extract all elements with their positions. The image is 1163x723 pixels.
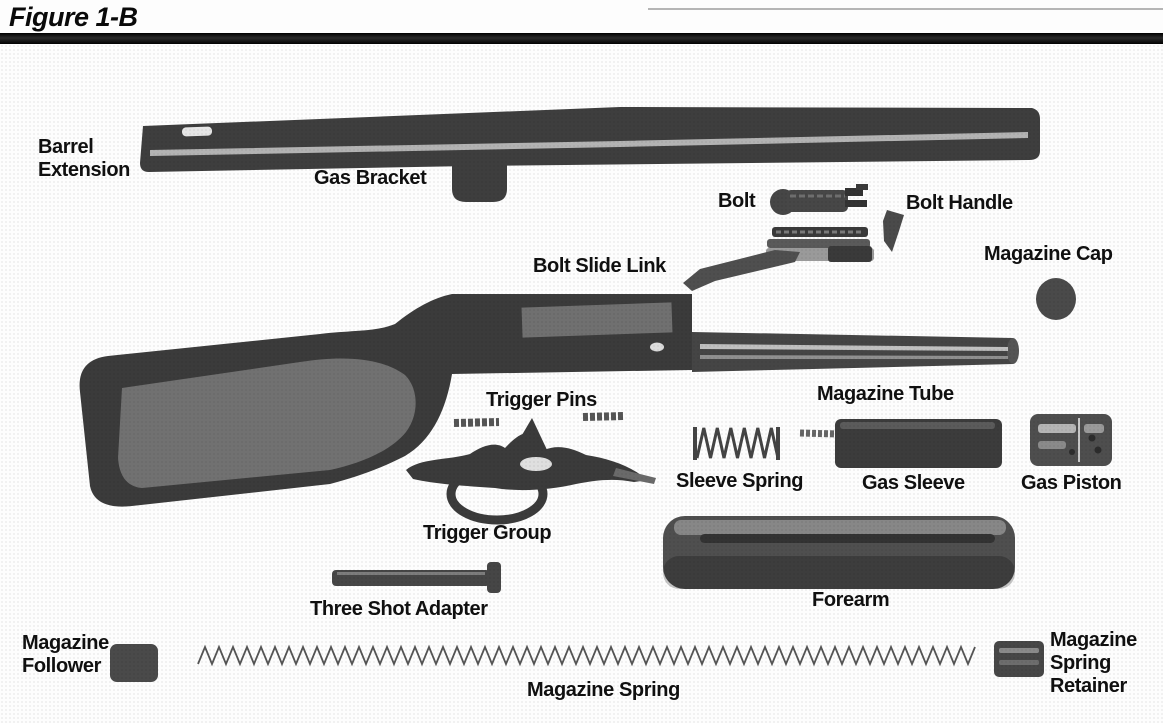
magazine-spring-retainer-illustration: [994, 641, 1044, 677]
magazine-spring-illustration: [197, 644, 976, 667]
stock-receiver-illustration: [79, 294, 693, 507]
label-magazine-spring-retainer: Magazine Spring Retainer: [1050, 629, 1137, 697]
trigger-group-illustration: [406, 418, 656, 525]
bolt-handle-illustration: [883, 210, 904, 252]
parts-artwork: [79, 107, 1112, 682]
label-sleeve-spring: Sleeve Spring: [676, 470, 804, 492]
barrel-illustration: [140, 107, 1040, 202]
gas-bracket-illustration: [452, 161, 507, 202]
exploded-parts-diagram: Barrel Extension Gas Bracket Bolt Bolt H…: [0, 44, 1163, 723]
trigger-pins-illustration: [453, 412, 625, 427]
label-bolt: Bolt: [718, 190, 756, 212]
bolt-slide-link-illustration: [683, 227, 874, 291]
label-forearm: Forearm: [812, 589, 890, 611]
sleeve-spring-illustration: [693, 427, 780, 460]
label-gas-sleeve: Gas Sleeve: [862, 472, 965, 494]
three-shot-adapter-illustration: [332, 562, 501, 593]
label-magazine-tube: Magazine Tube: [817, 383, 954, 405]
label-gas-bracket: Gas Bracket: [314, 167, 427, 189]
label-magazine-spring: Magazine Spring: [527, 679, 680, 701]
magazine-follower-illustration: [110, 644, 158, 682]
label-magazine-cap: Magazine Cap: [984, 243, 1113, 265]
label-bolt-handle: Bolt Handle: [906, 192, 1013, 214]
label-gas-piston: Gas Piston: [1021, 472, 1122, 494]
gas-sleeve-illustration: [799, 419, 1002, 468]
forearm-illustration: [663, 516, 1015, 589]
label-trigger-pins: Trigger Pins: [486, 389, 597, 411]
label-trigger-group: Trigger Group: [423, 522, 552, 544]
gas-piston-illustration: [1030, 414, 1112, 466]
title-rule-bar: [0, 33, 1163, 44]
label-three-shot-adapter: Three Shot Adapter: [310, 598, 488, 620]
magazine-tube-illustration: [692, 332, 1019, 372]
label-magazine-follower: Magazine Follower: [22, 632, 109, 677]
label-bolt-slide-link: Bolt Slide Link: [533, 255, 666, 277]
magazine-cap-illustration: [1036, 278, 1076, 320]
top-thin-rule: [648, 8, 1163, 10]
label-barrel-extension: Barrel Extension: [38, 136, 130, 181]
bolt-illustration: [770, 184, 868, 215]
figure-title: Figure 1-B: [9, 2, 138, 32]
